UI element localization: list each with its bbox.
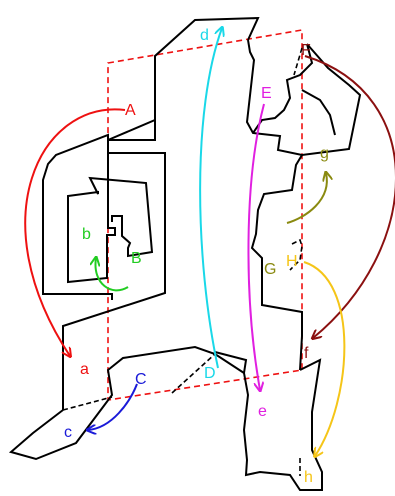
- cut-line-foot: [62, 396, 113, 411]
- label-b: b: [82, 226, 91, 243]
- right-piece-outline: [245, 39, 362, 157]
- label-B: B: [131, 250, 142, 267]
- label-c: c: [64, 424, 72, 441]
- left-spiral-outer-arm: [42, 133, 165, 300]
- cut-lines: [62, 47, 303, 476]
- left-inner-spiral-outline: [67, 140, 154, 284]
- arrow-E: [247, 103, 265, 390]
- label-d: d: [200, 27, 209, 44]
- label-G: G: [264, 261, 276, 278]
- label-a: a: [80, 361, 89, 378]
- left-spiral-outline: [62, 16, 260, 410]
- cut-line-diagonal: [171, 353, 216, 394]
- arrow-A: [24, 108, 126, 356]
- label-D: D: [204, 365, 216, 382]
- right-upper-edge: [301, 89, 336, 136]
- left-foot-upper: [214, 351, 248, 374]
- label-F: F: [301, 42, 311, 59]
- label-e: e: [258, 403, 267, 420]
- right-arm-outline: [250, 154, 303, 371]
- cut-line-top: [293, 47, 303, 76]
- label-g: g: [320, 145, 329, 162]
- arrow-F: [304, 55, 395, 338]
- label-A: A: [125, 102, 136, 119]
- left-foot-outline: [8, 345, 245, 461]
- arrow-B: [95, 258, 129, 292]
- dashed-frame: [107, 29, 303, 401]
- right-lower-outline: [242, 358, 323, 491]
- left-spiral-arm: [107, 118, 156, 141]
- arrow-H: [303, 261, 346, 456]
- arrow-C: [88, 383, 138, 430]
- label-f: f: [304, 345, 309, 362]
- piece-outlines: [8, 16, 362, 491]
- arrow-D: [199, 28, 222, 369]
- label-h: h: [304, 469, 313, 486]
- label-E: E: [261, 85, 272, 102]
- label-H: H: [286, 253, 298, 270]
- right-upper-notch: [252, 43, 314, 134]
- arrow-G: [286, 173, 327, 224]
- label-C: C: [135, 371, 147, 388]
- cut-line-h-notch: [289, 238, 303, 271]
